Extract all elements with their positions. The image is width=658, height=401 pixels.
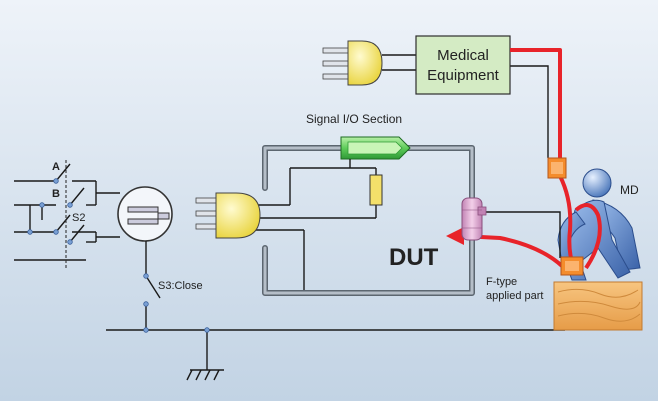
signal-io-label: Signal I/O Section — [306, 112, 402, 126]
signal-io-connector — [340, 136, 411, 160]
equipment-lead-connector — [547, 157, 567, 179]
ground-symbol-icon — [186, 369, 224, 381]
red-arrow-head — [446, 227, 464, 245]
switch-a-label: A — [52, 161, 60, 173]
md-label: MD — [620, 183, 639, 197]
medical-equipment-box — [415, 35, 511, 95]
switch-b-label: B — [52, 188, 60, 200]
patient-lead-wire — [484, 211, 561, 258]
equipment-wiring — [382, 54, 549, 158]
internal-resistor — [369, 174, 383, 206]
s3-label: S3:Close — [158, 280, 203, 292]
equipment-label-line2: Equipment — [427, 67, 500, 84]
equipment-label-line1: Medical — [437, 47, 489, 64]
wooden-platform — [553, 281, 643, 331]
switch-nodes — [27, 178, 73, 245]
power-outlet-icon — [117, 186, 173, 242]
s2-label: S2 — [72, 212, 85, 224]
power-plug-icon — [195, 192, 261, 239]
medical-equipment-plug — [322, 40, 383, 86]
applied-part-connector — [560, 256, 584, 276]
supply-lines — [14, 163, 120, 261]
ground-wiring — [106, 241, 565, 370]
ftype-label-line1: F-type — [486, 276, 517, 288]
red-current-path — [461, 48, 602, 270]
ftype-label-line2: applied part — [486, 290, 544, 302]
dut-label: DUT — [389, 244, 439, 271]
dut-patient-connector — [461, 197, 487, 241]
dut-internal-wiring — [255, 167, 377, 258]
